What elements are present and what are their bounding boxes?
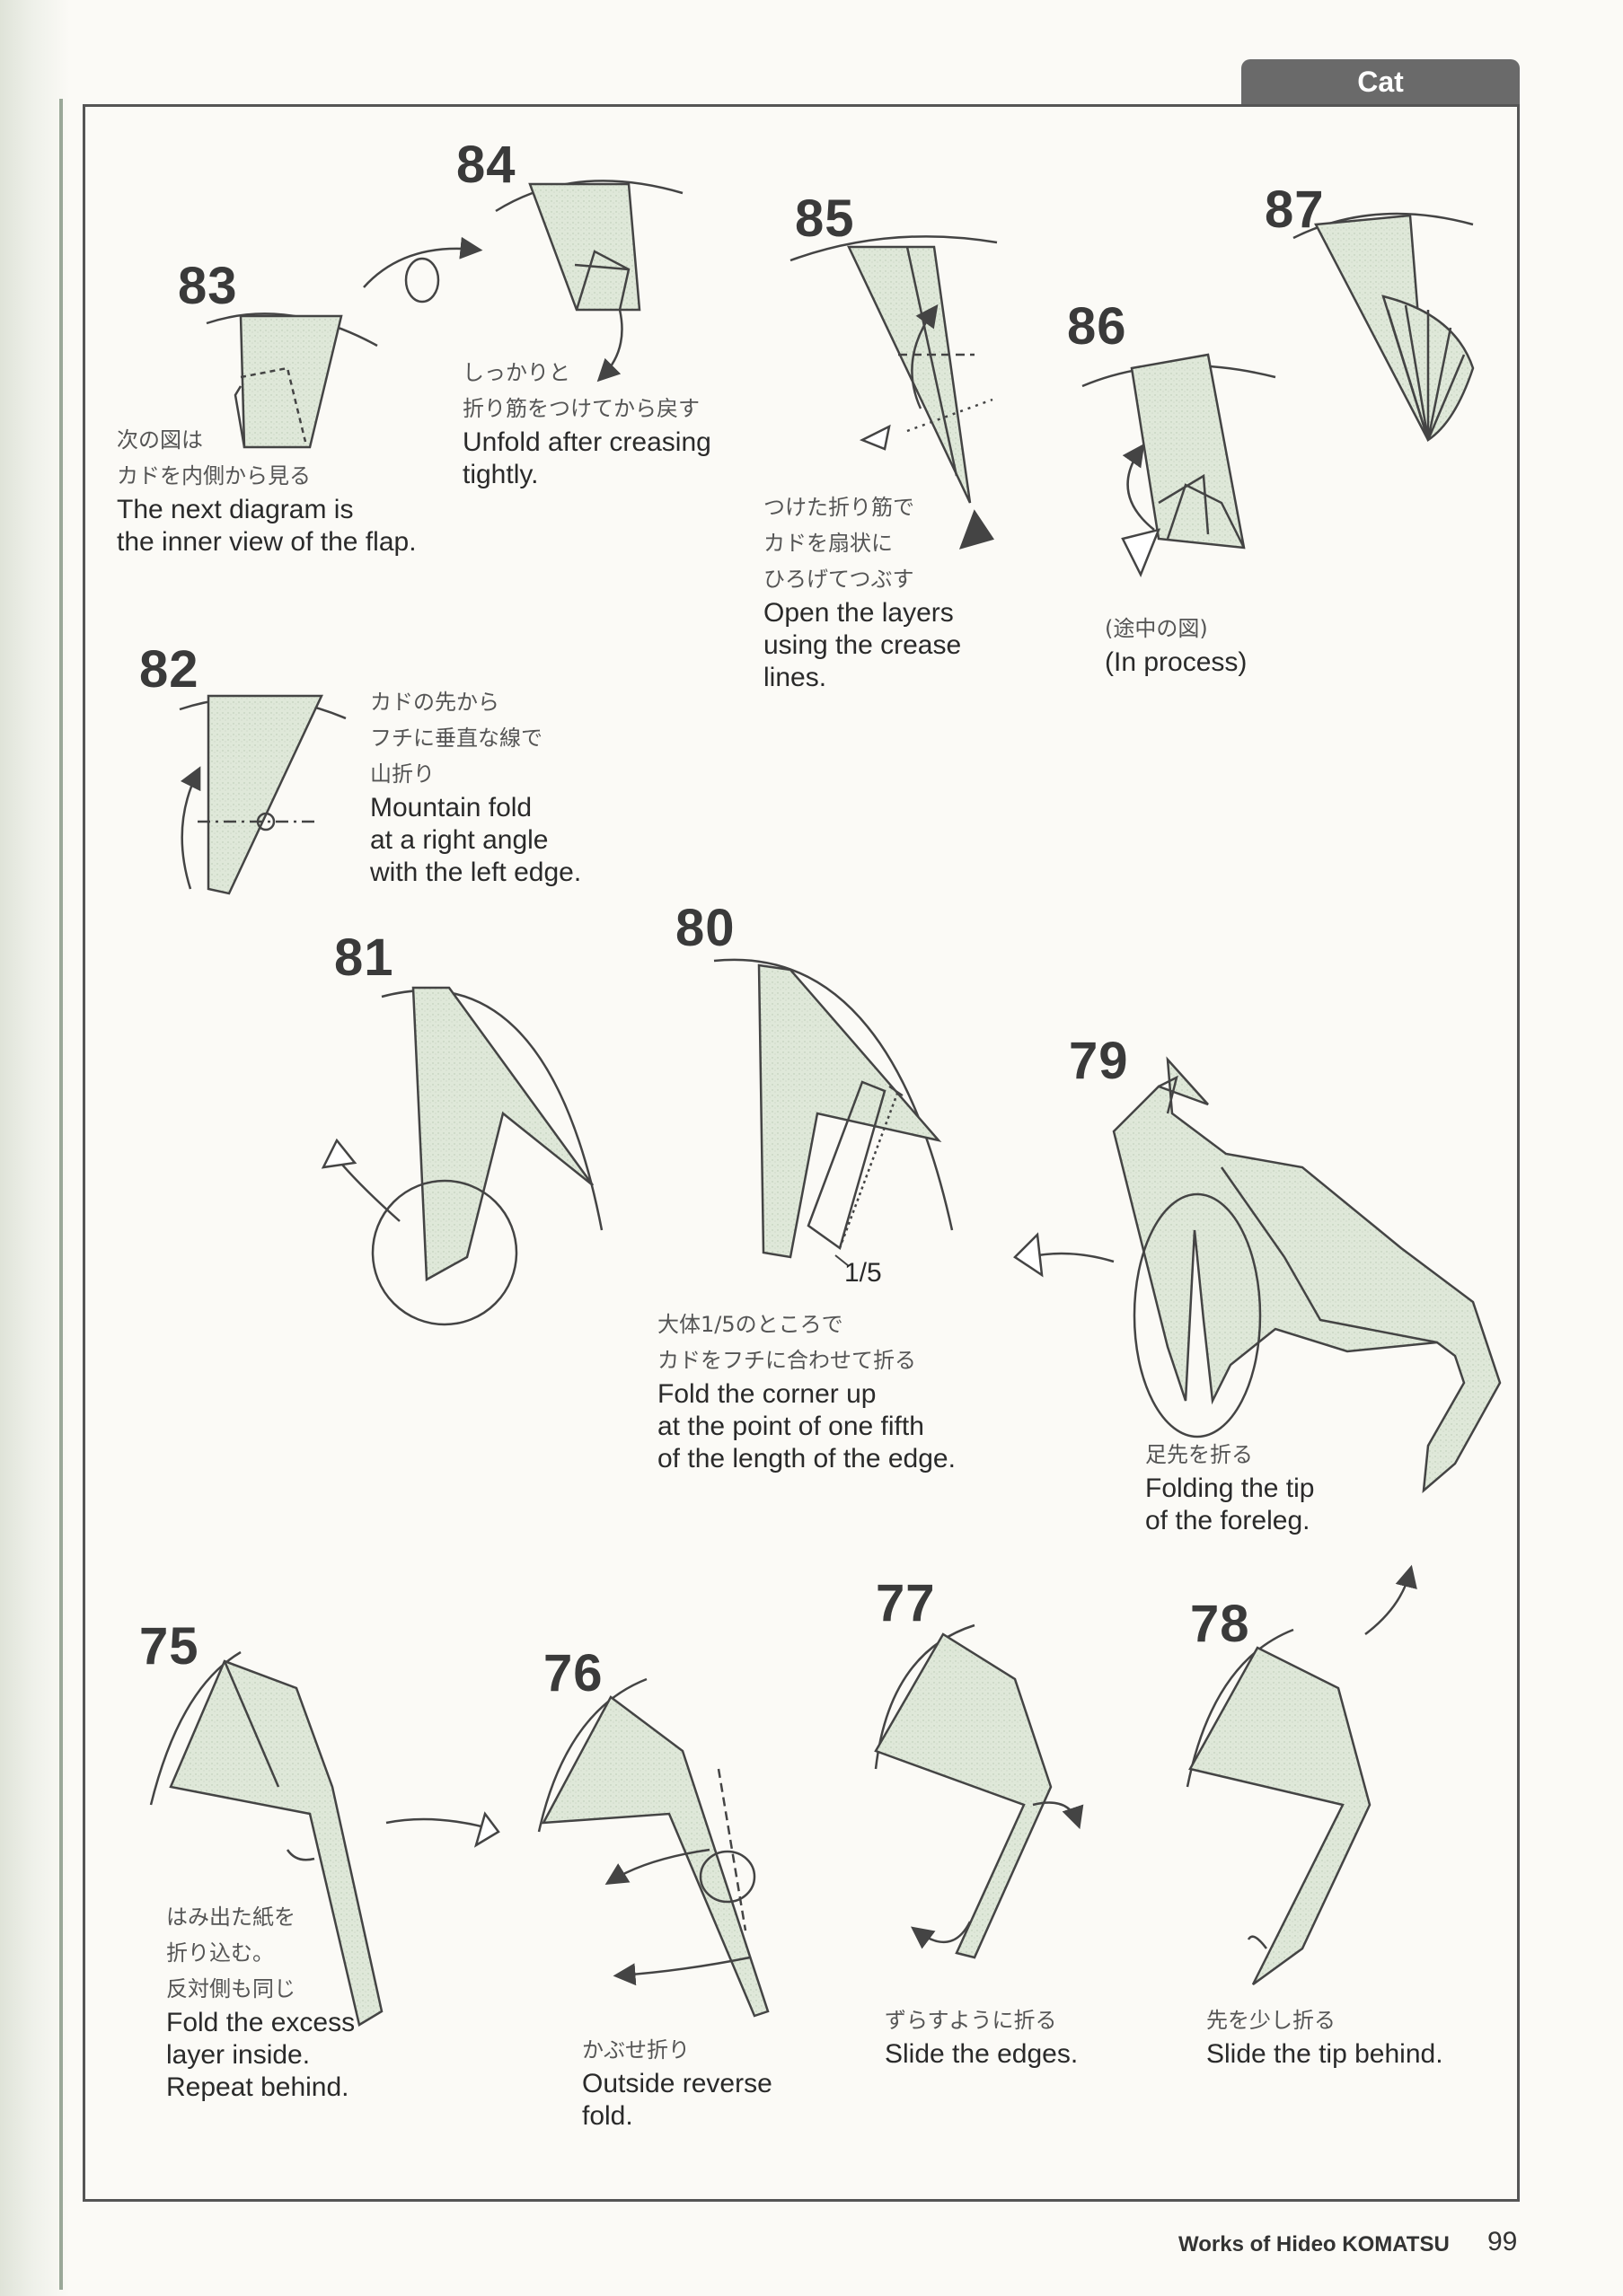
diagram-step-87 xyxy=(1292,212,1475,442)
step-76-caption: かぶせ折り Outside reverse fold. xyxy=(582,2037,772,2131)
diagram-step-81 xyxy=(321,986,604,1326)
step-75-number: 75 xyxy=(139,1617,199,1676)
diagram-step-85 xyxy=(789,235,998,550)
step-85-caption: つけた折り筋で カドを扇状に ひろげてつぶす Open the layers u… xyxy=(763,495,962,692)
diagram-step-77 xyxy=(874,1623,1084,1959)
step-75-caption: はみ出た紙を 折り込む。 反対側も同じ Fold the excess laye… xyxy=(166,1905,356,2102)
step-86-number: 86 xyxy=(1067,297,1127,356)
step-80-caption: 大体1/5のところで カドをフチに合わせて折る Fold the corner … xyxy=(657,1312,956,1473)
diagram-step-79 xyxy=(1013,1056,1502,1493)
step-85-number: 85 xyxy=(795,189,855,248)
step-76-number: 76 xyxy=(543,1644,604,1702)
step-78-number: 78 xyxy=(1190,1595,1250,1653)
diagram-step-82 xyxy=(179,694,347,895)
step-81-number: 81 xyxy=(334,928,394,987)
step-79-number: 79 xyxy=(1069,1032,1129,1090)
diagram-step-80 xyxy=(713,958,954,1259)
page-number: 99 xyxy=(1487,2227,1518,2256)
diagram-step-76 xyxy=(537,1677,770,2018)
step-78-caption: 先を少し折る Slide the tip behind. xyxy=(1206,2008,1443,2069)
diagram-step-78 xyxy=(1186,1564,1417,1986)
step-87-number: 87 xyxy=(1265,180,1325,239)
diagram-frame xyxy=(83,104,1520,2202)
binding-edge-line xyxy=(59,99,63,2290)
diagram-step-75 xyxy=(149,1650,500,2027)
step-80-number: 80 xyxy=(675,899,736,957)
step-79-caption: 足先を折る Folding the tip of the foreleg. xyxy=(1145,1442,1315,1535)
diagram-step-84 xyxy=(363,180,684,383)
step-82-caption: カドの先から フチに垂直な線で 山折り Mountain fold at a r… xyxy=(370,690,582,887)
step-77-number: 77 xyxy=(876,1574,936,1632)
step-83-number: 83 xyxy=(178,257,238,315)
page-binding-shadow xyxy=(0,0,70,2296)
step-83-caption: 次の図は カドを内側から見る The next diagram is the i… xyxy=(117,427,417,557)
step-82-number: 82 xyxy=(139,640,199,699)
step-84-number: 84 xyxy=(456,136,516,194)
one-fifth-label: 1/5 xyxy=(844,1258,882,1288)
step-86-caption: (途中の図) (In process) xyxy=(1105,616,1248,677)
one-fifth-dimension-line xyxy=(834,1086,904,1267)
step-77-caption: ずらすように折る Slide the edges. xyxy=(885,2008,1079,2069)
diagram-step-86 xyxy=(1081,353,1276,578)
book-title-footer: Works of Hideo KOMATSU xyxy=(1178,2232,1450,2256)
chapter-tab: Cat xyxy=(1241,59,1520,104)
step-84-caption: しっかりと 折り筋をつけてから戻す Unfold after creasing … xyxy=(463,360,711,489)
diagram-step-83 xyxy=(206,312,378,449)
